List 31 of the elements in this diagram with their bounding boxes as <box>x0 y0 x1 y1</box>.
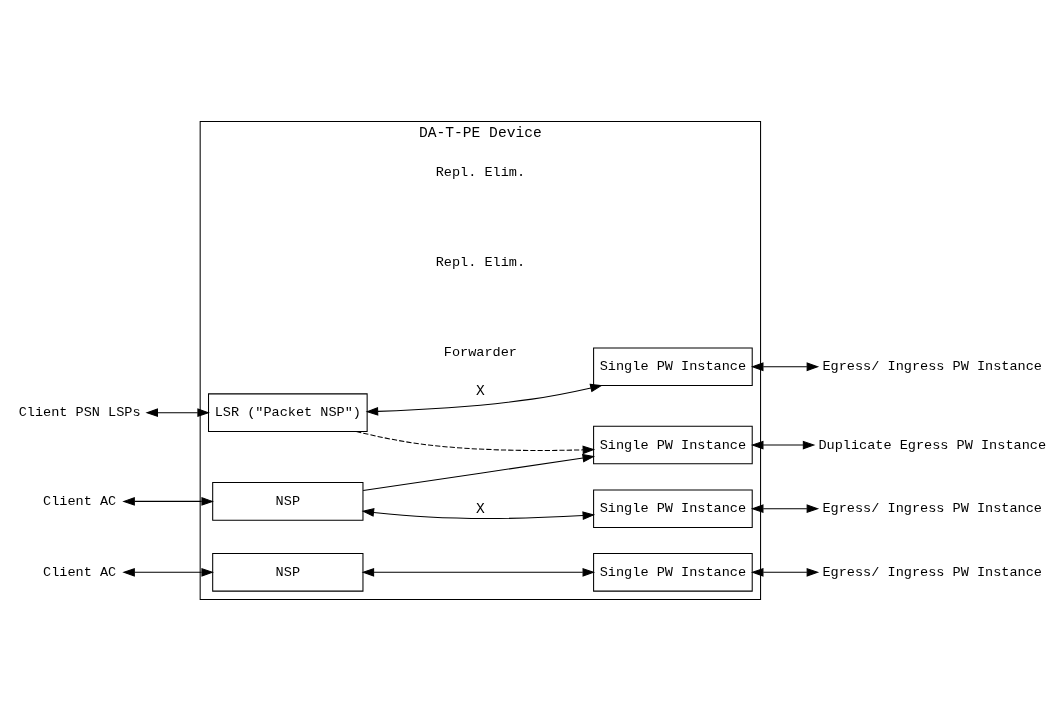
label: Forwarder <box>443 344 517 360</box>
node-box: NSP <box>212 482 364 521</box>
node-box: NSP <box>212 553 364 592</box>
arrow <box>122 497 214 506</box>
arrow <box>750 362 820 372</box>
node-box: Single PW Instance <box>593 347 753 387</box>
arrow <box>750 567 820 577</box>
arrow <box>145 408 210 418</box>
node-text: Client AC <box>43 493 117 509</box>
label: Repl. Elim. <box>435 165 526 181</box>
label: Repl. Elim. <box>435 254 526 270</box>
arrow <box>355 431 596 455</box>
arrow <box>361 508 596 520</box>
node-box: Single PW Instance <box>593 553 753 592</box>
arrow <box>750 440 816 450</box>
arrow <box>362 453 596 491</box>
node-text: Egress/ Ingress PW Instance <box>822 359 1042 375</box>
node-box: Single PW Instance <box>593 489 753 528</box>
node-box: Single PW Instance <box>593 425 753 465</box>
arrow <box>365 383 603 416</box>
arrow <box>361 567 596 577</box>
node-text: Client AC <box>43 564 117 580</box>
node-text: Client PSN LSPs <box>18 405 141 421</box>
node-text: Egress/ Ingress PW Instance <box>822 501 1042 517</box>
arrow <box>122 567 214 577</box>
node-text: Egress/ Ingress PW Instance <box>822 564 1042 580</box>
node-box: LSR ("Packet NSP") <box>208 393 368 432</box>
edge-label: X <box>475 501 485 518</box>
node-text: Duplicate Egress PW Instance <box>818 437 1047 453</box>
arrow <box>750 504 820 514</box>
edge-label: X <box>475 383 485 400</box>
